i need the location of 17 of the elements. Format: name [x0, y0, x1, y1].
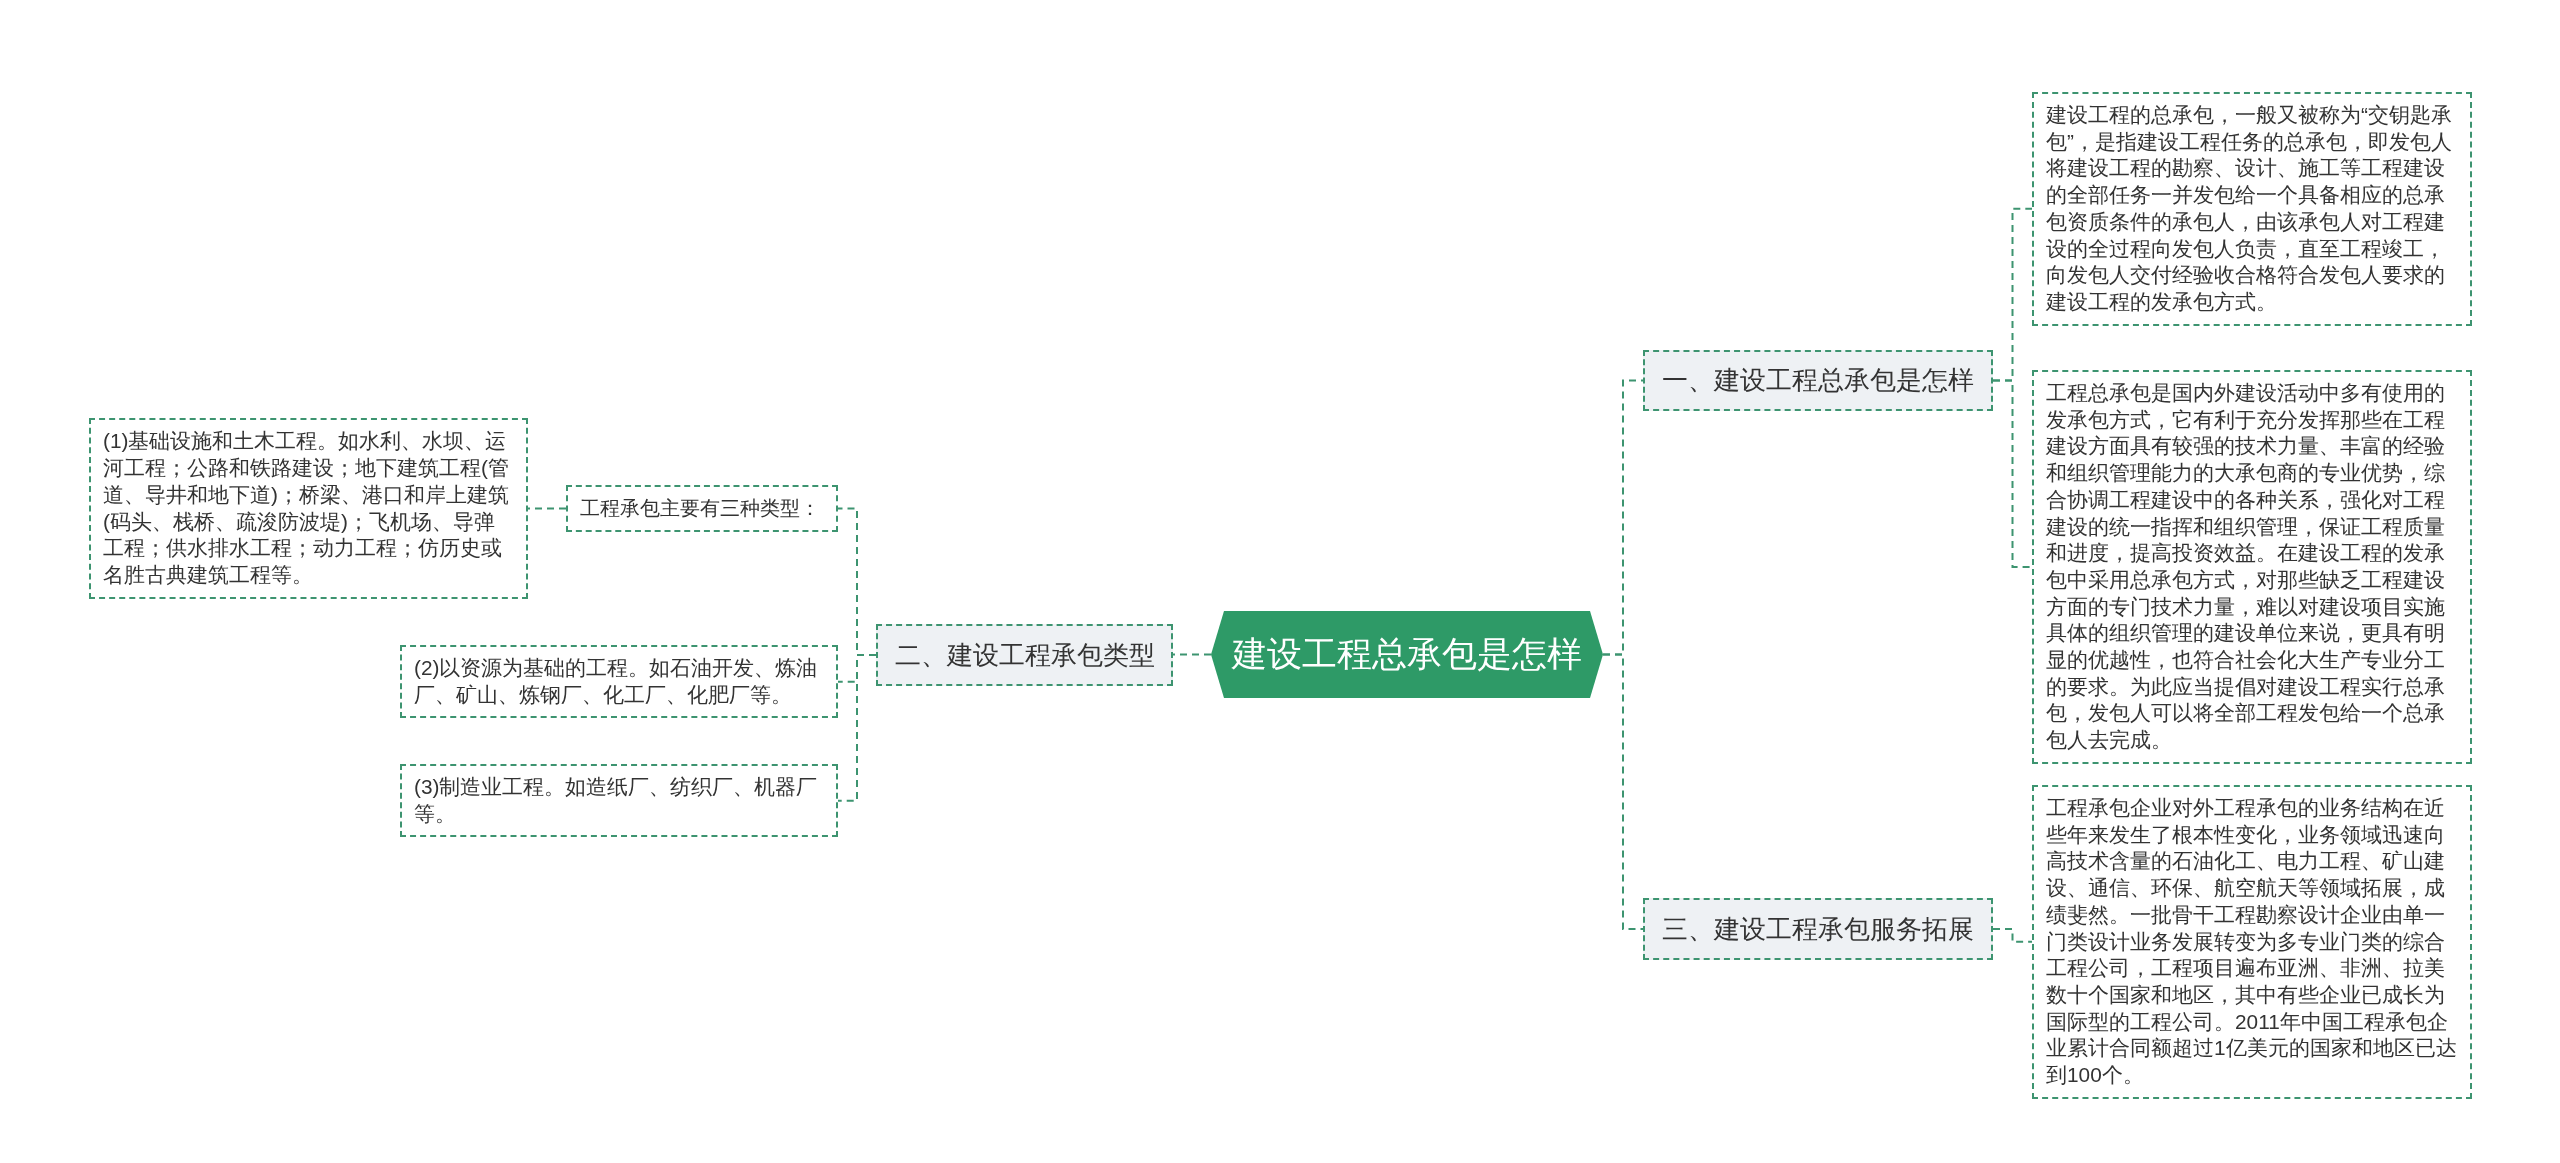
branch-topic: 三、建设工程承包服务拓展 — [1643, 898, 1993, 960]
connector-line — [837, 654, 877, 802]
detail-box: (2)以资源为基础的工程。如石油开发、炼油厂、矿山、炼钢厂、化工厂、化肥厂等。 — [400, 645, 838, 719]
connector-line — [1602, 653, 1644, 930]
connector-line — [527, 507, 567, 510]
connector-line — [1172, 653, 1212, 656]
detail-box: 建设工程的总承包，一般又被称为“交钥匙承包”，是指建设工程任务的总承包，即发包人将建设工程的勘察、设计、施工等工程建设的全部任务一并发包给一个具备相应的总承包资质条件的承包人，由该承包人对工程建设的全过程向发包人负责，直至工程竣工，向发包人交付经验收合格符合发包人要求的建设工程的发承包方式。 — [2032, 92, 2472, 326]
central-topic: 建设工程总承包是怎样 — [1211, 611, 1603, 698]
detail-box: 工程承包主要有三种类型： — [566, 485, 838, 532]
connector-line — [1992, 928, 2033, 943]
detail-box: (1)基础设施和土木工程。如水利、水坝、运河工程；公路和铁路建设；地下建筑工程(管道、导井和地下道)；桥梁、港口和岸上建筑(码头、栈桥、疏浚防波堤)；飞机场、导弹工程；供水排水工程；动力工程；仿历史或名胜古典建筑工程等。 — [89, 418, 528, 599]
connector-line — [1992, 379, 2033, 568]
detail-box: 工程总承包是国内外建设活动中多有使用的发承包方式，它有利于充分发挥那些在工程建设方面具有较强的技术力量、丰富的经验和组织管理能力的大承包商的专业优势，综合协调工程建设中的各种关系，强化对工程建设的统一指挥和组织管理，保证工程质量和进度，提高投资效益。在建设工程的发承包中采用总承包方式，对那些缺乏工程建设方面的专门技术力量，难以对建设项目实施具体的组织管理的建设单位来说，更具有明显的优越性，也符合社会化大生产专业分工的要求。为此应当提倡对建设工程实行总承包，发包人可以将全部工程发包给一个总承包人去完成。 — [2032, 370, 2472, 764]
detail-box: 工程承包企业对外工程承包的业务结构在近些年来发生了根本性变化，业务领域迅速向高技术含量的石油化工、电力工程、矿山建设、通信、环保、航空航天等领域拓展，成绩斐然。一批骨干工程勘察设计企业由单一门类设计业务发展转变为多专业门类的综合工程公司，工程项目遍布亚洲、非洲、拉美数十个国家和地区，其中有些企业已成长为国际型的工程公司。2011年中国工程承包企业累计合同额超过1亿美元的国家和地区已达到100个。 — [2032, 785, 2472, 1099]
branch-topic: 二、建设工程承包类型 — [876, 624, 1173, 686]
detail-box: (3)制造业工程。如造纸厂、纺织厂、机器厂等。 — [400, 764, 838, 838]
branch-topic: 一、建设工程总承包是怎样 — [1643, 350, 1993, 411]
